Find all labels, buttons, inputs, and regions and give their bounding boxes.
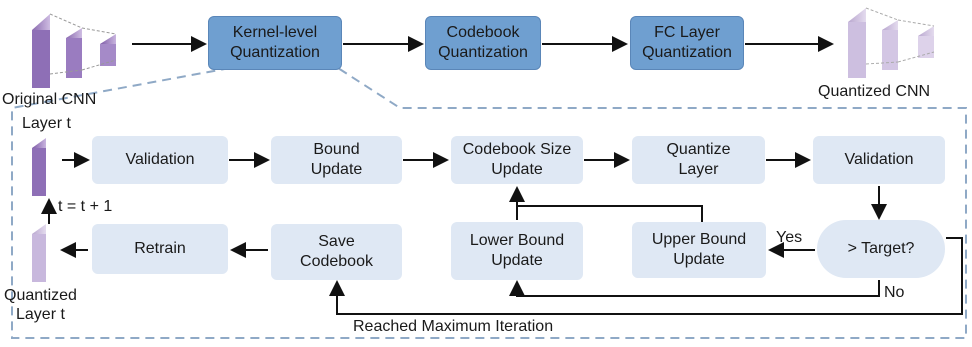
codebook-size-update-box: Codebook Size Update bbox=[451, 136, 583, 184]
original-cnn-label: Original CNN bbox=[2, 91, 97, 108]
max-iteration-label: Reached Maximum Iteration bbox=[353, 318, 554, 335]
codebook-quantization-box: Codebook Quantization bbox=[425, 16, 541, 70]
no-label: No bbox=[884, 284, 905, 301]
validation-label-1: Validation bbox=[125, 151, 195, 168]
codebook-quantization-label: Codebook Quantization bbox=[438, 24, 528, 61]
quantized-layer-icon bbox=[32, 224, 46, 282]
detail-arrows bbox=[41, 152, 963, 315]
codebook-size-update-label: Codebook Size Update bbox=[462, 141, 572, 178]
kernel-level-quantization-box: Kernel-level Quantization bbox=[208, 16, 342, 70]
save-codebook-label: Save Codebook bbox=[300, 233, 373, 270]
retrain-label: Retrain bbox=[134, 240, 186, 257]
target-decision-box: > Target? bbox=[817, 220, 945, 278]
lower-bound-update-label: Lower Bound Update bbox=[469, 232, 565, 269]
upper-bound-update-box: Upper Bound Update bbox=[632, 222, 766, 278]
quantized-cnn-label: Quantized CNN bbox=[818, 83, 931, 100]
quantized-cnn-icon bbox=[848, 7, 935, 78]
validation-box-1: Validation bbox=[92, 136, 228, 184]
yes-label: Yes bbox=[776, 229, 803, 246]
quantize-layer-label: Quantize Layer bbox=[666, 141, 731, 178]
quantize-layer-box: Quantize Layer bbox=[632, 136, 765, 184]
original-cnn-icon bbox=[32, 13, 117, 88]
layer-t-label: Layer t bbox=[22, 115, 71, 132]
lower-bound-update-box: Lower Bound Update bbox=[451, 222, 583, 280]
layer-t-icon bbox=[32, 138, 46, 196]
bound-update-label: Bound Update bbox=[310, 141, 363, 178]
target-decision-label: > Target? bbox=[847, 240, 915, 257]
fc-layer-quantization-box: FC Layer Quantization bbox=[630, 16, 744, 70]
dashed-detail-region bbox=[11, 67, 967, 339]
bound-update-box: Bound Update bbox=[271, 136, 402, 184]
upper-bound-update-label: Upper Bound Update bbox=[651, 231, 747, 268]
validation-label-2: Validation bbox=[844, 151, 914, 168]
validation-box-2: Validation bbox=[813, 136, 945, 184]
increment-label: t = t + 1 bbox=[58, 198, 113, 215]
kernel-level-quantization-label: Kernel-level Quantization bbox=[230, 24, 320, 61]
quantized-layer-label: Quantized Layer t bbox=[4, 287, 77, 323]
save-codebook-box: Save Codebook bbox=[271, 224, 402, 280]
fc-layer-quantization-label: FC Layer Quantization bbox=[642, 24, 732, 61]
retrain-box: Retrain bbox=[92, 224, 228, 274]
